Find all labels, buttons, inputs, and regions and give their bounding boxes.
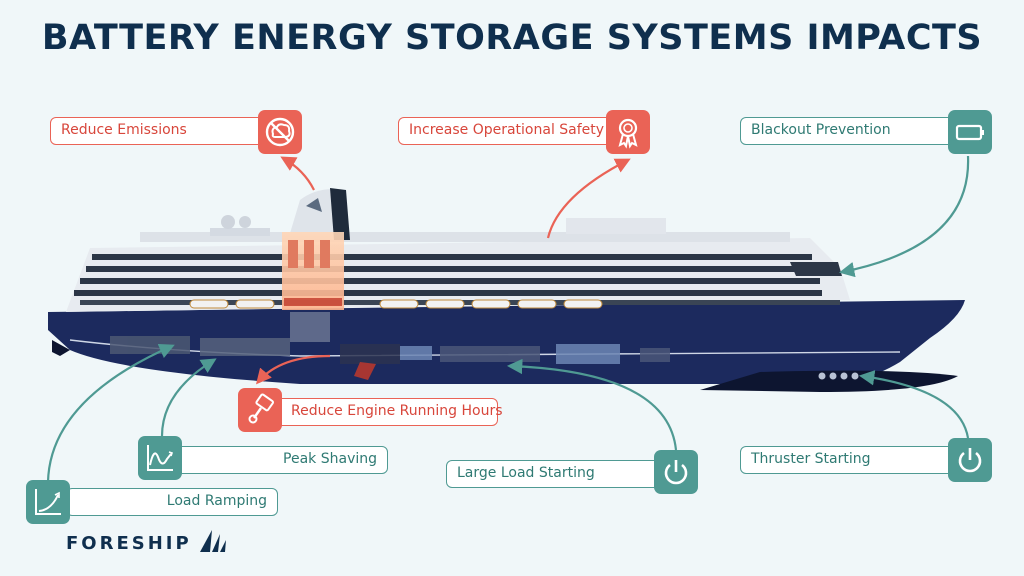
operational-safety-button[interactable] [606, 110, 650, 154]
ship-funnel [288, 188, 350, 240]
foreship-logo-mark-icon [200, 530, 226, 552]
thruster-starting-label: Thruster Starting [740, 446, 954, 474]
large-load-starting-label: Large Load Starting [446, 460, 664, 488]
engine-hours-label: Reduce Engine Running Hours [274, 398, 503, 426]
peak-shaving-chart-icon [147, 445, 174, 471]
large-load-starting-button[interactable] [654, 450, 698, 494]
power-icon [958, 448, 982, 473]
load-ramping-chart-icon [35, 489, 61, 515]
blackout-prevention-label: Blackout Prevention [740, 117, 954, 145]
no-emissions-icon [265, 117, 295, 147]
peak-shaving-label: Peak Shaving [176, 446, 388, 474]
reduce-emissions-label: Reduce Emissions [50, 117, 264, 145]
thruster-starting-button[interactable] [948, 438, 992, 482]
foreship-logo: FORESHIP [66, 533, 192, 554]
operational-safety-label: Increase Operational Safety [398, 117, 614, 145]
load-ramping-label: Load Ramping [66, 488, 278, 516]
power-icon [664, 460, 688, 485]
engine-cutaway [282, 232, 344, 342]
award-ribbon-icon [618, 118, 638, 149]
connector-arrows [46, 155, 970, 483]
piston-icon [248, 393, 275, 424]
page-title: BATTERY ENERGY STORAGE SYSTEMS IMPACTS [41, 18, 983, 58]
bow-thrusters [818, 372, 859, 380]
ship-superstructure [66, 215, 850, 312]
peak-shaving-button[interactable] [138, 436, 182, 480]
reduce-emissions-button[interactable] [258, 110, 302, 154]
ship-hull [48, 300, 965, 392]
battery-icon [955, 124, 984, 141]
blackout-prevention-button[interactable] [948, 110, 992, 154]
load-ramping-button[interactable] [26, 480, 70, 524]
engine-hours-button[interactable] [238, 388, 282, 432]
